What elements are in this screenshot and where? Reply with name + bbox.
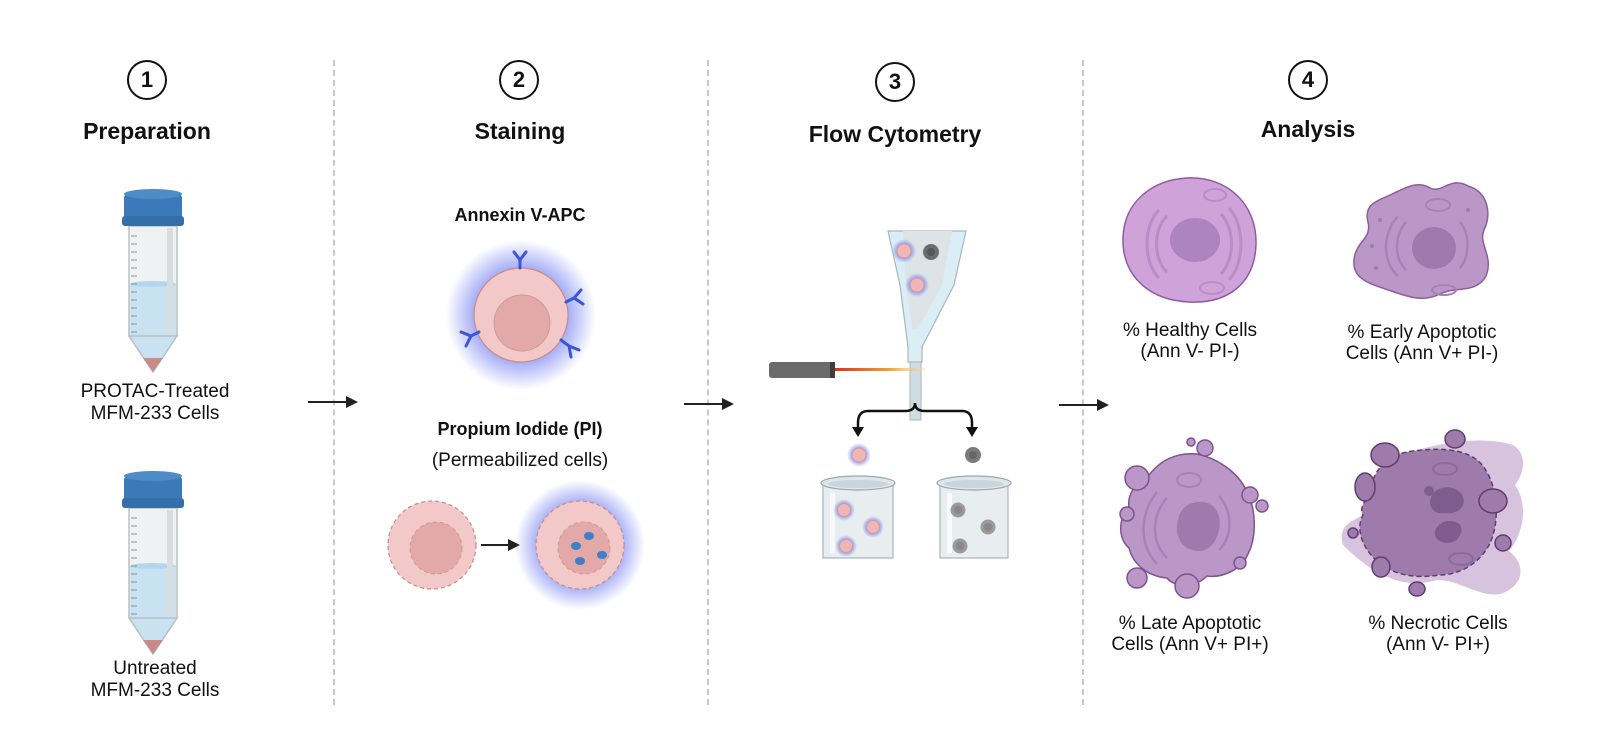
early-apoptotic-label-1: % Early Apoptotic	[1347, 322, 1497, 343]
step-2-title: Staining	[474, 118, 566, 144]
step-3-number: 3	[875, 62, 915, 102]
flow-arrow-1	[308, 396, 358, 408]
tube-label-untreated-2: MFM-233 Cells	[90, 680, 220, 701]
flow-arrow-2	[684, 398, 734, 410]
section-divider	[1082, 60, 1084, 705]
step-1-title: Preparation	[83, 118, 211, 144]
necrotic-label-2: (Ann V- PI+)	[1385, 634, 1491, 655]
pi-staining-transition-icon	[387, 480, 645, 610]
conical-tube-icon	[122, 189, 184, 374]
healthy-cells-label-2: (Ann V- PI-)	[1140, 341, 1240, 362]
step-4-number: 4	[1288, 60, 1328, 100]
pi-label: Propium Iodide (PI)	[437, 419, 603, 439]
early-apoptotic-cell-icon	[1353, 182, 1489, 299]
early-apoptotic-label-2: Cells (Ann V+ PI-)	[1345, 343, 1499, 364]
late-apoptotic-label-2: Cells (Ann V+ PI+)	[1111, 634, 1269, 655]
annexin-stained-cell-icon	[446, 240, 596, 390]
step-4-title: Analysis	[1260, 116, 1356, 142]
late-apoptotic-label-1: % Late Apoptotic	[1118, 613, 1262, 634]
late-apoptotic-cell-icon	[1119, 437, 1269, 599]
step-3-title: Flow Cytometry	[808, 121, 982, 147]
flow-cytometer-icon	[769, 230, 1012, 559]
pi-sublabel: (Permeabilized cells)	[431, 450, 609, 471]
section-divider	[333, 60, 335, 705]
tube-label-untreated-1: Untreated	[113, 658, 197, 679]
tube-label-treated-2: MFM-233 Cells	[90, 403, 220, 424]
section-divider	[707, 60, 709, 705]
healthy-cells-label-1: % Healthy Cells	[1122, 320, 1258, 341]
conical-tube-icon	[122, 471, 184, 656]
necrotic-cell-icon	[1341, 429, 1524, 597]
step-1-number: 1	[127, 60, 167, 100]
step-2-number: 2	[499, 60, 539, 100]
annexin-label: Annexin V-APC	[454, 205, 586, 225]
tube-label-treated-1: PROTAC-Treated	[80, 381, 230, 402]
healthy-cell-icon	[1122, 177, 1257, 303]
flow-arrow-3	[1059, 399, 1109, 411]
necrotic-label-1: % Necrotic Cells	[1368, 613, 1508, 634]
